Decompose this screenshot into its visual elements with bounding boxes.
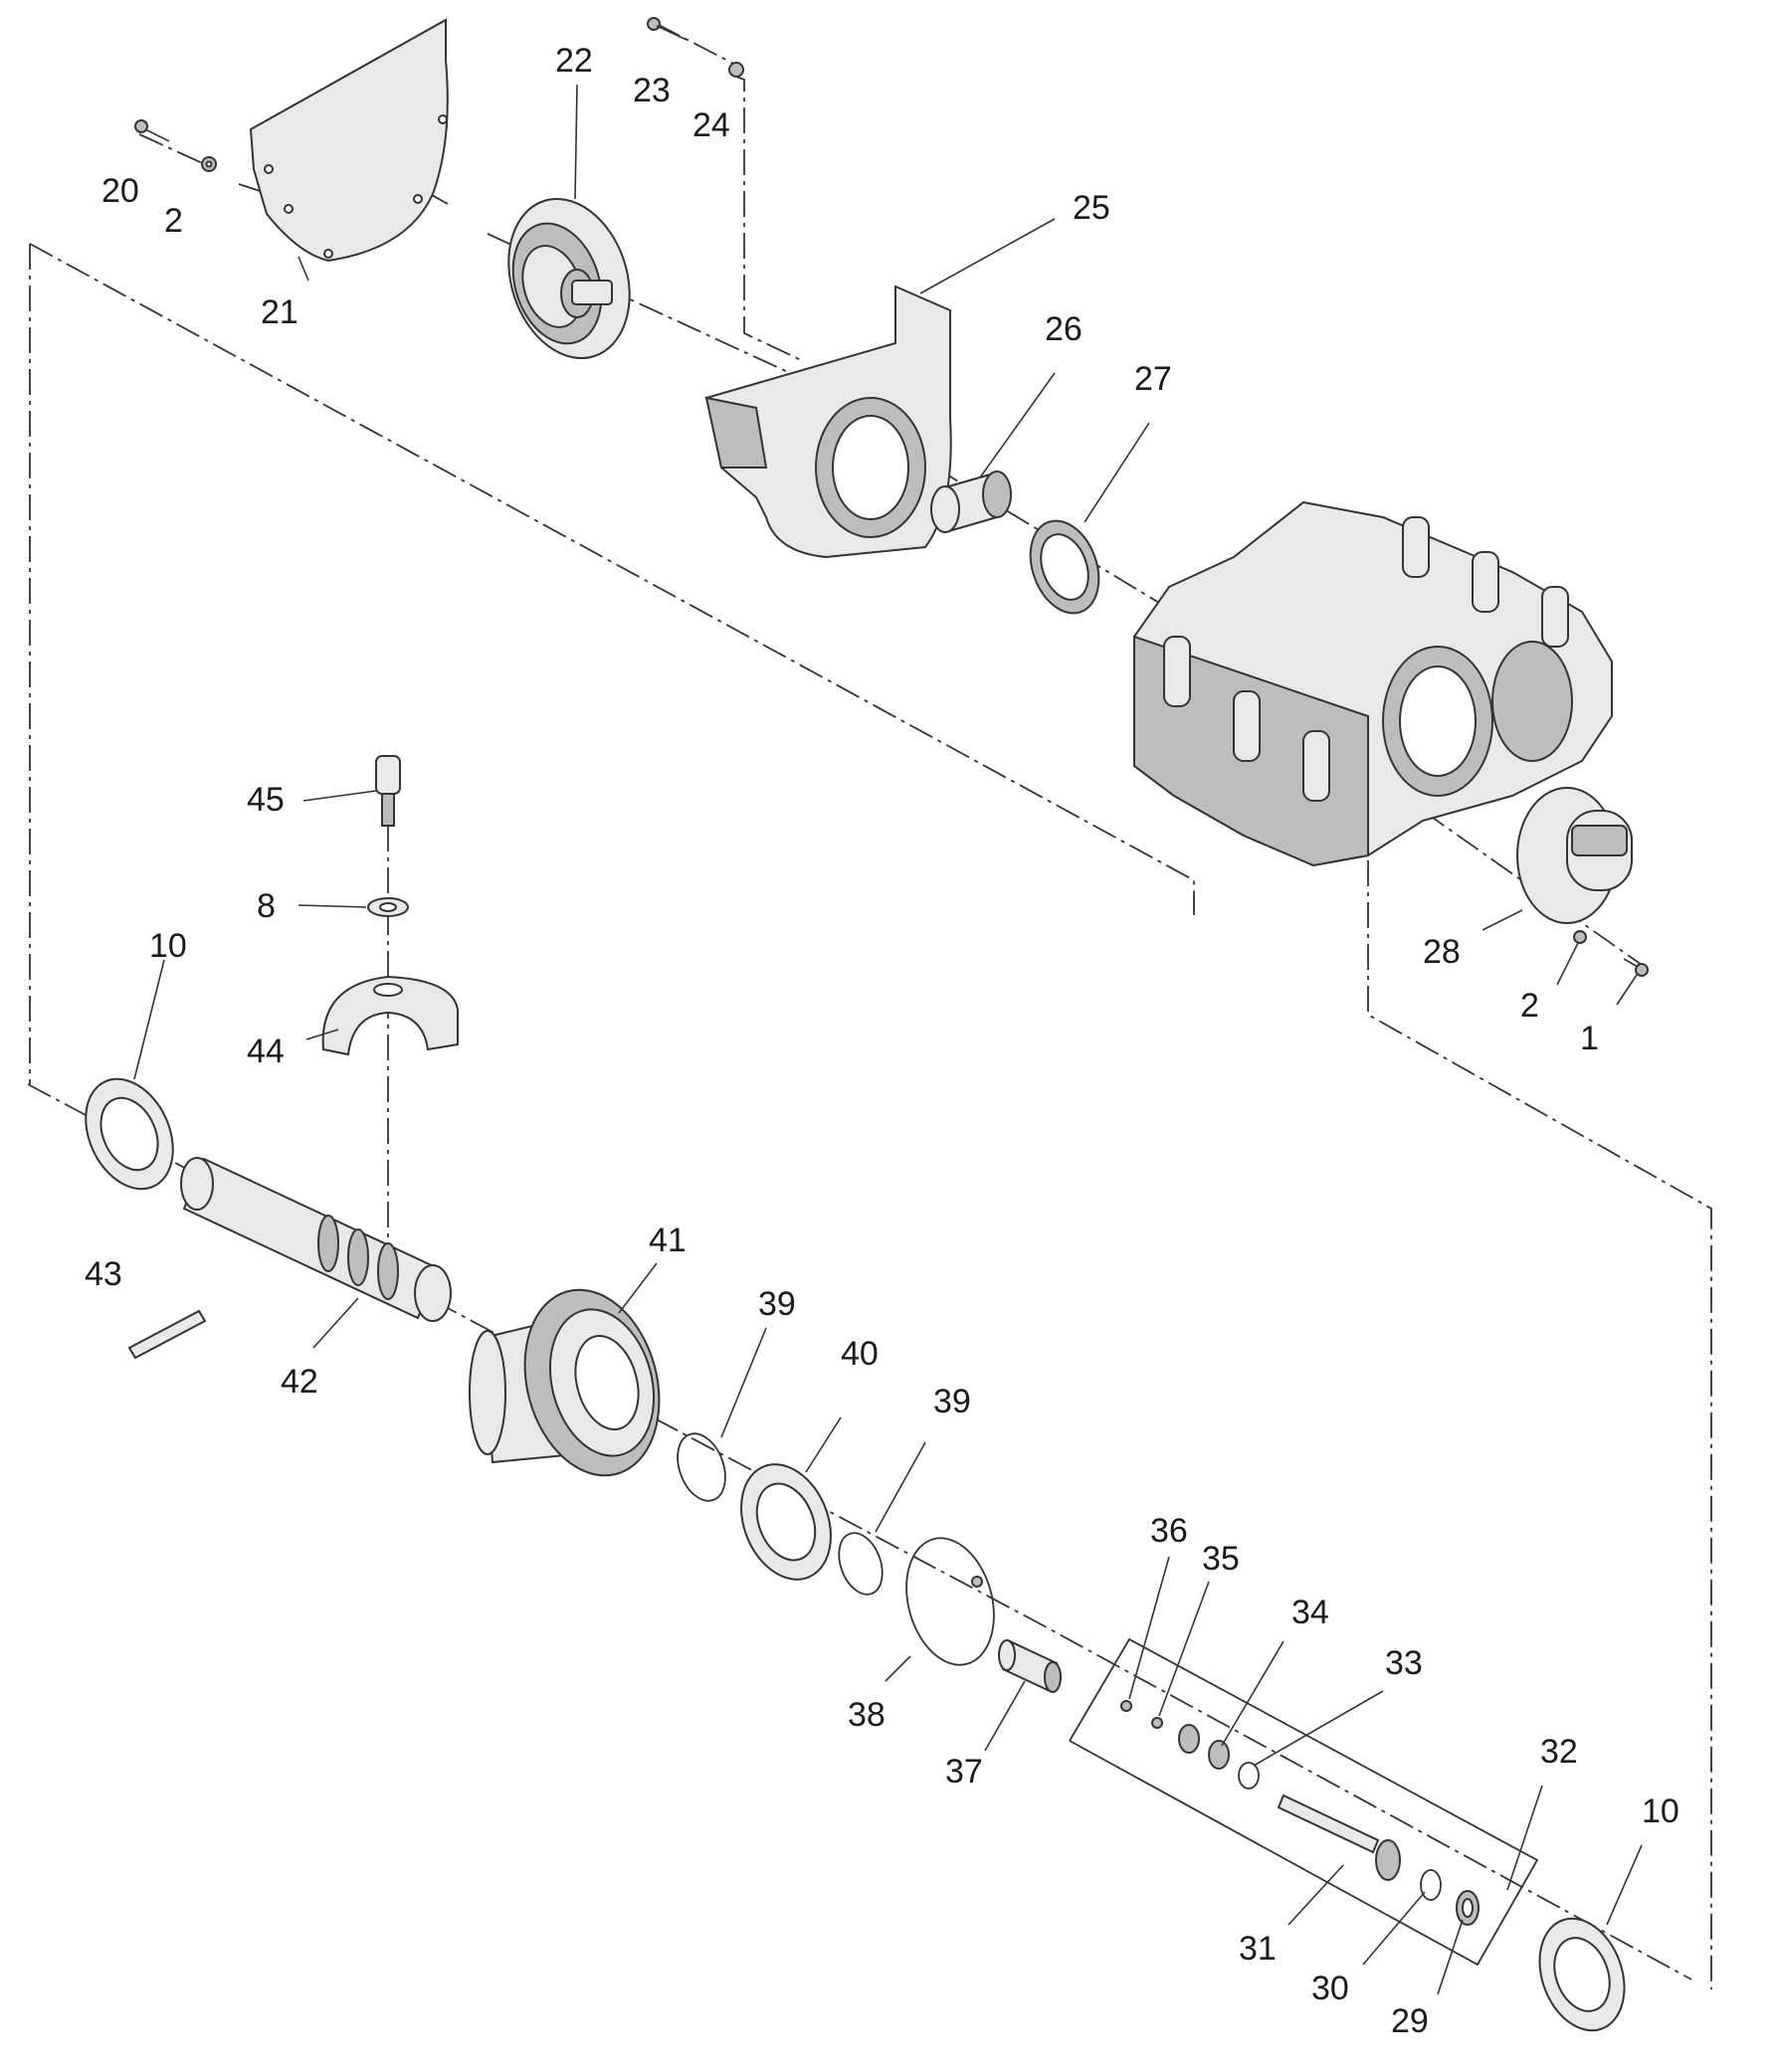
screw-45 — [375, 755, 401, 827]
callout-8: 8 — [257, 887, 276, 925]
callout-37: 37 — [945, 1753, 983, 1790]
valve-34 — [1178, 1724, 1230, 1770]
callout-10-left: 10 — [149, 927, 187, 965]
callout-labels: 20 2 21 22 23 24 25 26 27 45 8 10 44 28 … — [85, 42, 1679, 2040]
snap-ring-39b — [838, 1532, 884, 1596]
bushing-37 — [998, 1639, 1062, 1693]
callout-29: 29 — [1391, 2002, 1429, 2040]
callout-22: 22 — [555, 42, 593, 80]
seal-27 — [1029, 519, 1100, 615]
callout-34: 34 — [1291, 1594, 1329, 1631]
callout-43: 43 — [85, 1255, 122, 1293]
bearing-40 — [740, 1463, 832, 1581]
bushing-26 — [930, 471, 1012, 534]
callout-42: 42 — [281, 1363, 318, 1401]
washer-2-right — [1573, 930, 1587, 944]
callout-33: 33 — [1385, 1644, 1423, 1682]
ring-30 — [1420, 1869, 1442, 1901]
callout-27: 27 — [1134, 360, 1172, 398]
callout-44: 44 — [247, 1033, 285, 1070]
bearing-cap-28 — [1516, 787, 1633, 924]
callout-26: 26 — [1045, 310, 1083, 348]
gearbox-cover-25 — [704, 284, 952, 559]
screw-1 — [1623, 958, 1649, 977]
snap-ring-39a — [677, 1432, 726, 1502]
callout-23: 23 — [633, 72, 671, 109]
bearing-half-44 — [321, 975, 459, 1056]
plunger-31 — [1277, 1793, 1401, 1881]
crankcase-housing — [1133, 500, 1613, 867]
washer-2-top — [201, 156, 217, 172]
callout-36: 36 — [1150, 1512, 1188, 1550]
callout-28: 28 — [1423, 933, 1461, 971]
callout-24: 24 — [692, 106, 730, 144]
callout-39-upper: 39 — [758, 1285, 796, 1323]
callout-20: 20 — [101, 172, 139, 210]
part-35 — [1151, 1717, 1163, 1729]
screw-23 — [647, 17, 688, 41]
callout-35: 35 — [1202, 1540, 1240, 1578]
callout-38: 38 — [848, 1696, 886, 1734]
pulley-22 — [507, 197, 631, 360]
callout-40: 40 — [841, 1335, 879, 1373]
screw-20 — [134, 119, 170, 142]
callout-10-right: 10 — [1642, 1792, 1679, 1830]
cover-plate-21 — [249, 18, 449, 263]
bearing-10-right — [1538, 1917, 1626, 2032]
callout-32: 32 — [1540, 1733, 1578, 1771]
key-43 — [127, 1309, 207, 1360]
callout-30: 30 — [1311, 1970, 1349, 2007]
crankshaft-42 — [180, 1157, 452, 1322]
gear-41 — [469, 1288, 661, 1477]
callout-31: 31 — [1239, 1930, 1277, 1968]
callout-25: 25 — [1073, 189, 1110, 227]
seal-29 — [1456, 1890, 1480, 1926]
leader-lines — [133, 84, 1643, 1995]
callout-2-right: 2 — [1520, 987, 1539, 1025]
callout-45: 45 — [247, 781, 285, 819]
bearing-10-left — [85, 1077, 174, 1191]
callout-41: 41 — [649, 1222, 687, 1259]
callout-21: 21 — [261, 293, 298, 331]
retaining-ring-38 — [905, 1537, 995, 1666]
part-36 — [1120, 1700, 1132, 1712]
callout-39-lower: 39 — [933, 1383, 971, 1420]
washer-8 — [367, 897, 409, 917]
o-ring-33 — [1238, 1762, 1260, 1789]
callout-2-top: 2 — [164, 202, 183, 240]
kit-32-frame — [1069, 1637, 1539, 1967]
nut-24 — [728, 62, 744, 78]
callout-1: 1 — [1580, 1020, 1599, 1057]
